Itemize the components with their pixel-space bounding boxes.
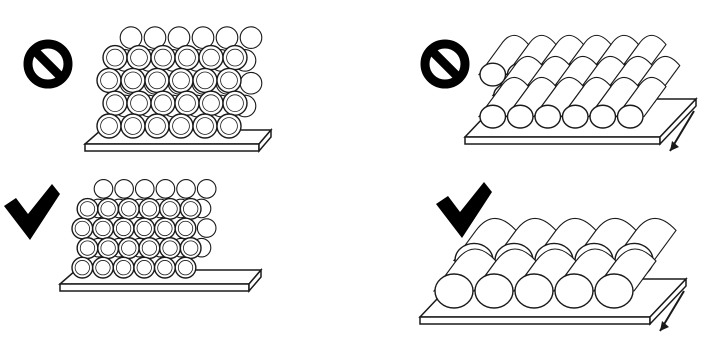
prohibited-icon — [420, 39, 470, 89]
rack-front-rail — [464, 136, 661, 145]
checkmark-icon — [436, 182, 492, 238]
bottle-back — [196, 218, 217, 238]
rack-front-rail — [59, 283, 250, 292]
panel-allowed-upright — [4, 179, 263, 294]
panel-allowed-lying — [418, 182, 688, 332]
bottle-lying — [477, 34, 530, 87]
checkmark-icon — [4, 184, 60, 240]
bottle-lying — [587, 76, 640, 129]
bottle-back — [239, 26, 263, 49]
bottle-back — [134, 179, 155, 199]
rack-front-rail — [84, 143, 260, 152]
bottle-lying — [432, 248, 497, 309]
pull-out-arrow — [659, 290, 685, 332]
bottle-lying — [592, 248, 657, 309]
prohibited-icon — [23, 39, 73, 89]
bottle-back — [155, 179, 176, 199]
bottle-back — [93, 179, 114, 199]
bottle-lying — [532, 76, 585, 129]
bottle-back — [176, 179, 196, 199]
rack-front-rail — [419, 316, 651, 325]
bottle-lying — [560, 76, 612, 129]
panel-prohibited-lying — [420, 34, 698, 152]
bottle-lying — [477, 76, 530, 129]
bottle-lying — [615, 76, 667, 129]
pull-out-arrow — [669, 110, 695, 152]
panel-prohibited-upright — [23, 26, 273, 154]
bottle-back — [239, 71, 263, 95]
bottle-back — [196, 179, 217, 199]
bottle-back — [114, 179, 134, 199]
